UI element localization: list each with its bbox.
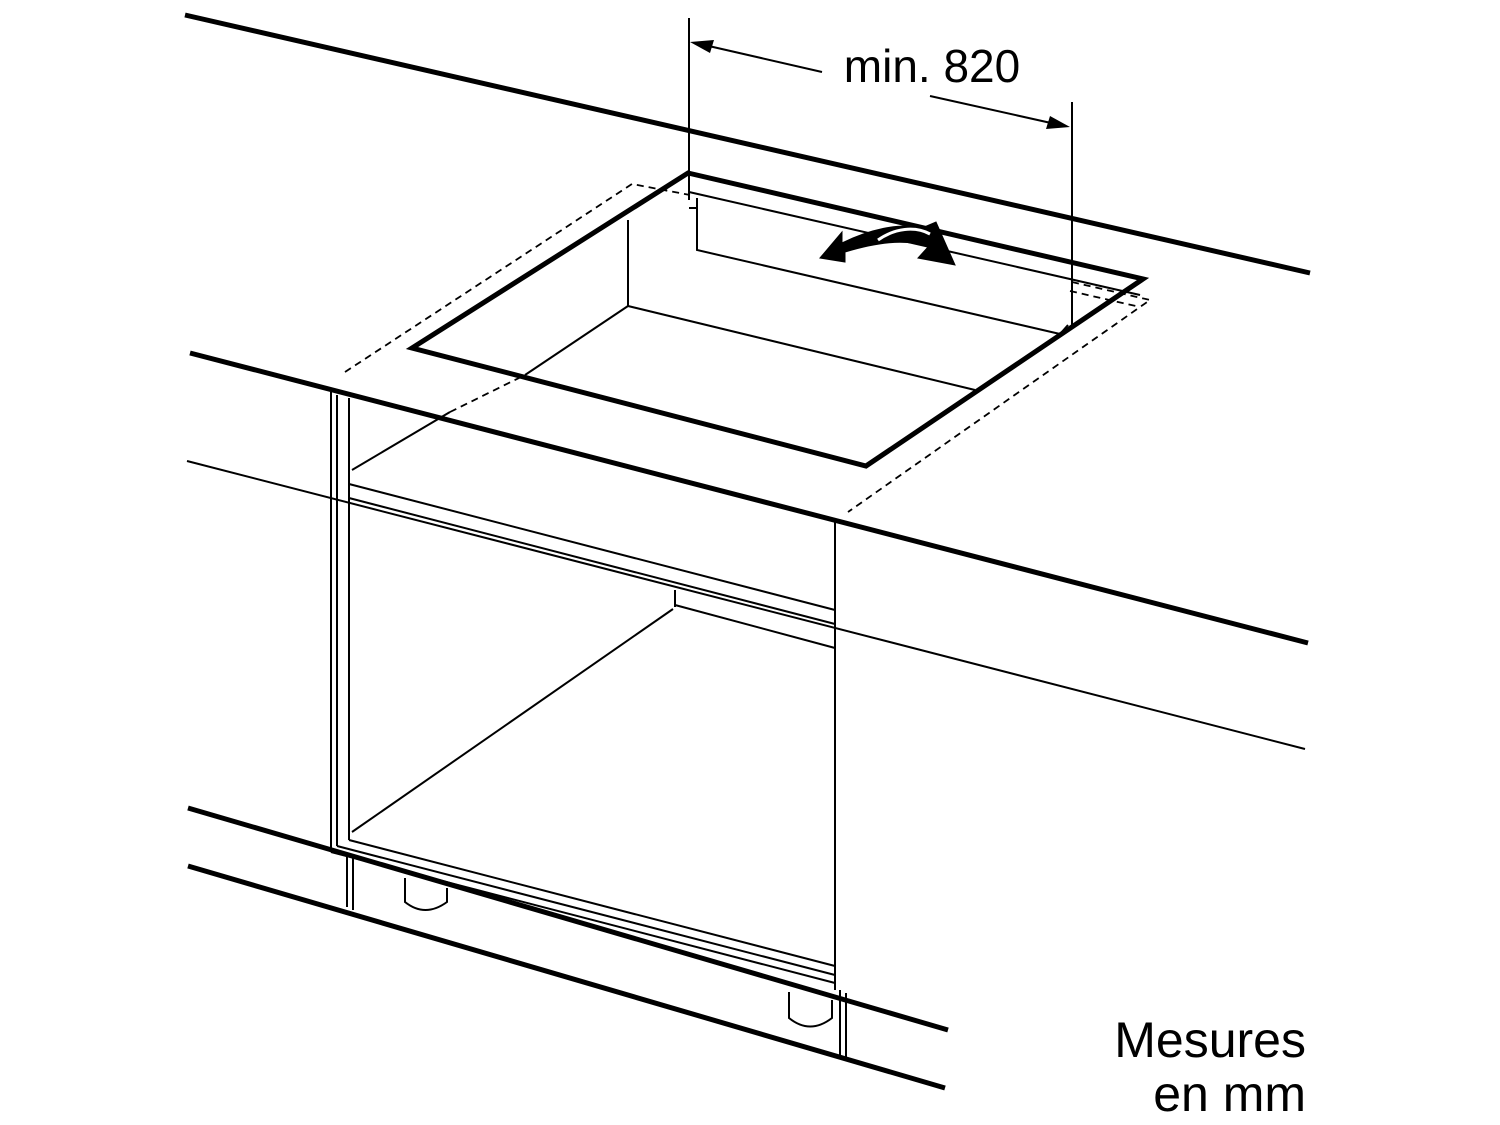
cabinet-top-rail-upper: [348, 483, 836, 611]
cutout-inner-floor-left: [524, 305, 629, 376]
worktop: [184, 12, 1311, 750]
units-note: Mesures en mm: [1114, 1012, 1306, 1122]
dimension-line-right: [929, 95, 1061, 126]
base-cabinet: [330, 392, 847, 1058]
curved-double-arrow-icon: [819, 221, 956, 266]
hob-outline-right: [847, 281, 1153, 513]
cutout-inner-floor-back: [627, 305, 976, 391]
dimension-line-left: [699, 43, 823, 73]
worktop-front-edge: [189, 350, 1309, 646]
cutout-rim: [405, 170, 1150, 469]
units-note-line2: en mm: [1153, 1066, 1306, 1122]
floor: [187, 805, 949, 1091]
dimension-arrow-left-icon: [690, 40, 714, 53]
worktop-back-edge: [184, 12, 1311, 276]
hob-outline-dashed: [344, 183, 1153, 513]
dimension-arrow-right-icon: [1046, 116, 1070, 129]
cabinet-bottom-front-1: [336, 845, 836, 976]
cabinet-top-rail-lower: [348, 497, 836, 625]
units-note-line1: Mesures: [1114, 1012, 1306, 1068]
hob-outline-front-left: [449, 374, 526, 413]
cabinet-interior-diagonal: [351, 608, 674, 833]
cabinet-leg-left: [404, 878, 448, 911]
hob-outline-left: [344, 183, 691, 373]
width-dimension: min. 820: [688, 18, 1073, 326]
dimension-label: min. 820: [844, 40, 1020, 92]
cabinet-top-rail-bottom: [674, 604, 836, 649]
cutout-rear-step: [696, 198, 1069, 336]
cabinet-leg-right: [788, 992, 833, 1028]
worktop-cutout: [405, 170, 1150, 469]
floor-line-lower: [187, 863, 946, 1091]
worktop-lower-edge: [186, 460, 1306, 750]
floor-line-upper: [187, 805, 949, 1033]
cabinet-inner-top-diagonal: [351, 411, 451, 471]
cabinet-bottom-front-2: [348, 839, 836, 967]
